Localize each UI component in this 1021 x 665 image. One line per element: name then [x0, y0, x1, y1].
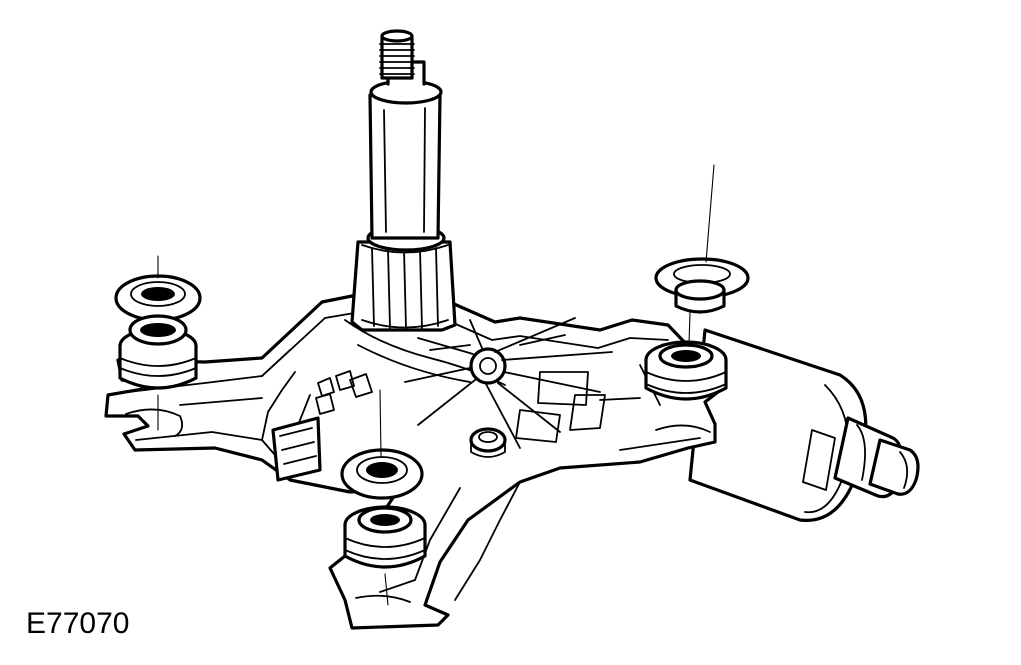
right-bushing-assembly: [644, 164, 750, 401]
front-bushing-assembly: [340, 389, 427, 606]
electric-motor: [688, 328, 920, 522]
wiper-spindle: [350, 29, 457, 332]
left-bushing-assembly: [114, 255, 202, 431]
figure-reference-code: E77070: [26, 607, 130, 640]
